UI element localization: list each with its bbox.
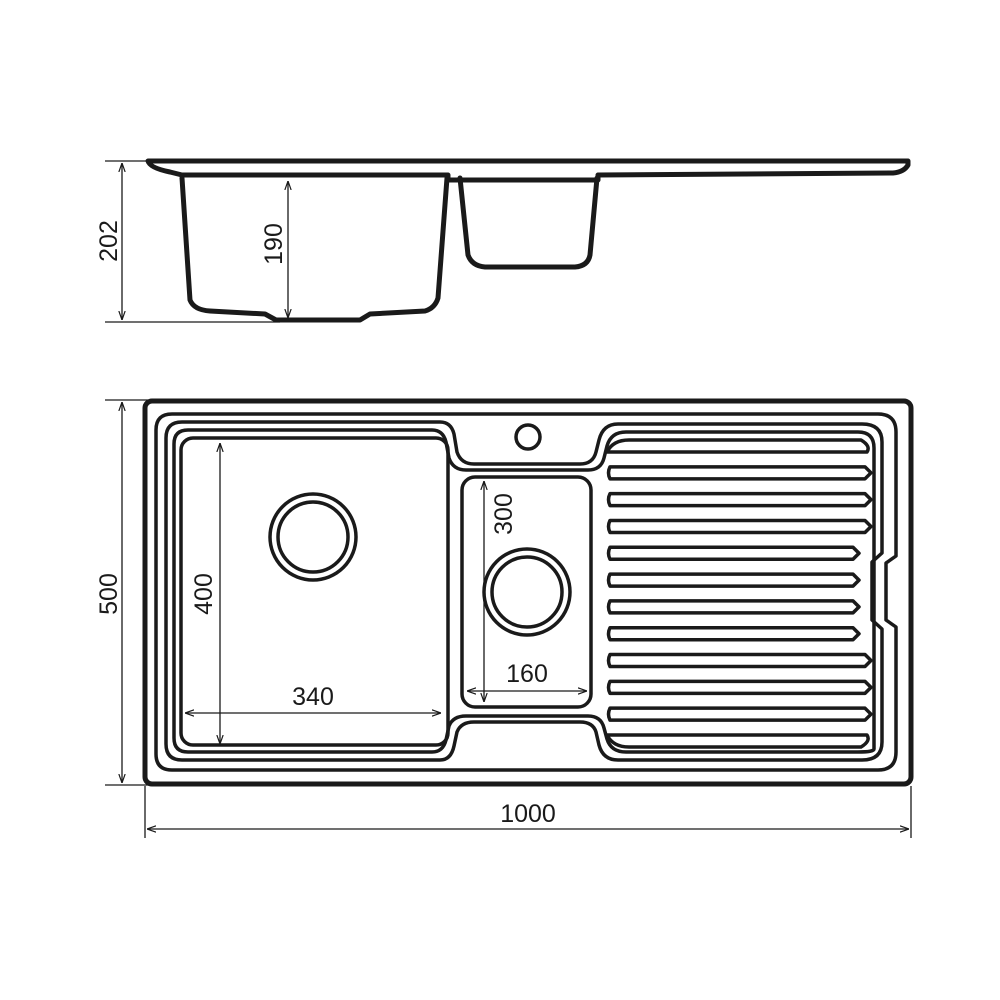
drainboard-rib <box>606 679 873 696</box>
recess-outline-inner <box>172 428 876 754</box>
drainboard-ribs <box>605 438 873 749</box>
drainboard-rib <box>605 438 870 454</box>
sink-rim-profile <box>145 158 911 183</box>
main-bowl-drain-inner <box>276 500 350 574</box>
small-bowl-length-label: 300 <box>490 493 518 535</box>
drainboard-rib <box>606 518 873 535</box>
small-bowl-drain-outer <box>482 547 572 637</box>
depth-dimension-label: 190 <box>260 223 288 265</box>
main-bowl <box>179 436 450 747</box>
sink-rim-edge <box>154 412 898 772</box>
drainboard-rib <box>606 465 873 481</box>
side-view: 202 190 <box>95 158 911 323</box>
drainboard-rib <box>606 545 861 562</box>
drainboard-rib <box>606 491 873 508</box>
main-bowl-drain-outer <box>268 492 358 582</box>
height-dimension-label: 202 <box>95 220 123 262</box>
small-bowl <box>460 475 593 709</box>
tap-hole <box>514 423 542 451</box>
small-bowl-profile <box>457 175 600 270</box>
sink-outer-frame <box>142 398 914 787</box>
main-bowl-profile <box>179 175 450 323</box>
drainboard-rib <box>606 652 873 669</box>
main-bowl-width-label: 340 <box>292 683 334 711</box>
small-bowl-width-label: 160 <box>506 660 548 688</box>
drainboard-rib <box>606 706 873 722</box>
drainboard-rib <box>605 733 870 749</box>
width-dimension-label: 500 <box>95 573 123 615</box>
main-bowl-length-label: 400 <box>190 573 218 615</box>
drainboard-rib <box>606 625 861 642</box>
drainboard-rib <box>606 599 861 615</box>
small-bowl-drain-inner <box>490 555 564 629</box>
drainboard-rib <box>606 572 861 588</box>
recess-outline-outer <box>164 420 884 762</box>
length-dimension-label: 1000 <box>500 800 556 828</box>
top-view: 500 1000 400 340 300 160 <box>95 398 914 838</box>
